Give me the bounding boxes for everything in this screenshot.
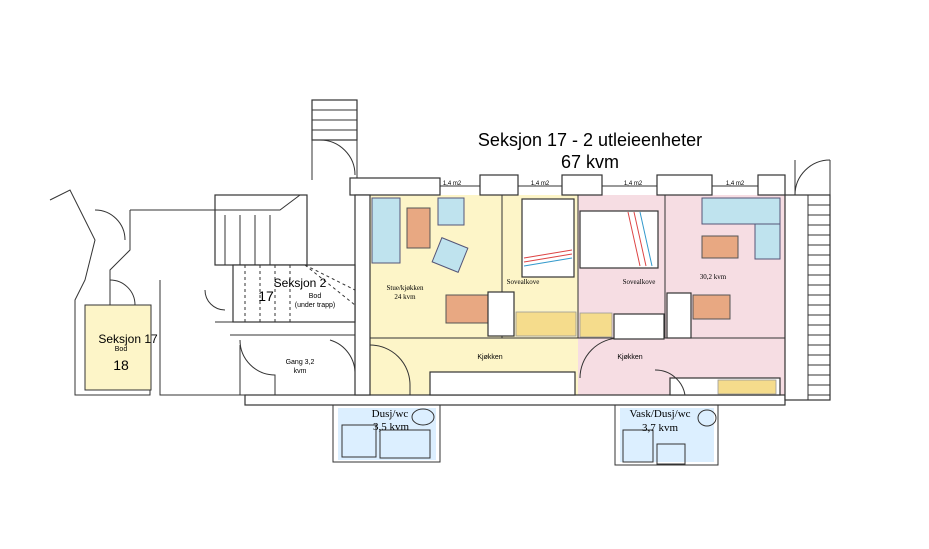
dining-table xyxy=(445,294,489,324)
stairs-top xyxy=(311,99,358,180)
toilet1 xyxy=(411,408,435,426)
cabinet xyxy=(666,292,692,339)
bed-icon xyxy=(579,210,659,269)
toilet2 xyxy=(697,409,717,427)
coffee-table xyxy=(406,207,431,249)
room-name: Kjøkken xyxy=(477,354,502,361)
armchair-icon xyxy=(431,237,469,273)
room-name: Vask/Dusj/wc xyxy=(629,408,690,420)
room-name: Dusj/wc xyxy=(372,408,409,420)
plan-subtitle: 67 kvm xyxy=(561,152,619,172)
room-name: Kjøkken xyxy=(617,354,642,361)
stairs-seksjon2 xyxy=(130,194,356,323)
stove-icon xyxy=(613,313,665,340)
top-wall xyxy=(349,159,831,196)
plan-title: Seksjon 17 - 2 utleieenheter xyxy=(478,130,702,150)
bench xyxy=(717,379,777,395)
cabinet xyxy=(487,291,515,337)
bottom-wall xyxy=(244,394,786,406)
sink1 xyxy=(379,429,431,459)
window-label: 1,4 m2 xyxy=(726,181,745,187)
bathroom1-area xyxy=(338,408,436,460)
room-name: Stue/kjøkken xyxy=(387,284,424,292)
seksjon17-label: Seksjon 17 xyxy=(98,332,158,346)
coffee-table xyxy=(701,235,739,259)
sink2 xyxy=(656,443,686,465)
room-area: kvm xyxy=(294,368,307,375)
bench xyxy=(579,312,613,338)
seksjon2-number: 17 xyxy=(258,288,274,304)
stairs-right xyxy=(784,194,831,401)
window-label: 1,4 m2 xyxy=(531,181,550,187)
seksjon17-number: 18 xyxy=(113,357,129,373)
room-area: 3,5 kvm xyxy=(373,421,410,433)
seksjon2-label: Seksjon 2 xyxy=(274,276,327,290)
room-area: 24 kvm xyxy=(394,293,416,301)
seksjon17-bod-area xyxy=(84,304,152,391)
bod-note: (under trapp) xyxy=(295,302,335,309)
corner-sofa-icon xyxy=(701,197,781,225)
bathroom1 xyxy=(332,404,441,463)
sofa-icon xyxy=(371,197,401,264)
armchair-icon xyxy=(437,197,465,226)
bod-label: Bod xyxy=(115,346,128,353)
bathroom2 xyxy=(614,404,719,466)
room-name: Sovealkove xyxy=(623,278,656,286)
room-name: Sovealkove xyxy=(507,278,540,286)
window-label: 1,4 m2 xyxy=(624,181,643,187)
inner-walls xyxy=(215,194,785,396)
room-area: 30,2 kvm xyxy=(700,273,727,281)
bench xyxy=(515,311,577,337)
corner-sofa-icon xyxy=(754,223,781,260)
room-area: 3,7 kvm xyxy=(642,422,679,434)
shower1 xyxy=(341,424,377,458)
window-label: 1,4 m2 xyxy=(443,181,462,187)
bed-icon xyxy=(521,198,575,278)
room-name: Gang 3,2 xyxy=(286,359,315,366)
shower2 xyxy=(622,429,654,463)
left-structure xyxy=(49,189,245,396)
bod-label: Bod xyxy=(309,293,322,300)
dining-table xyxy=(692,294,731,320)
